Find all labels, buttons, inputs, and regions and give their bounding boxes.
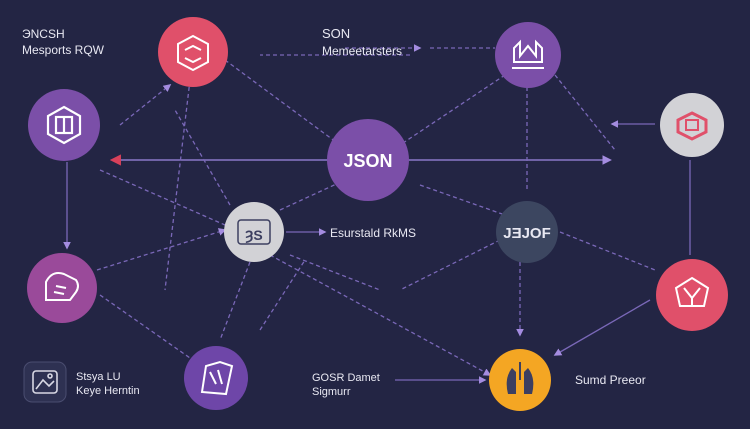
connector [553, 299, 651, 356]
node-coral-right[interactable] [656, 259, 728, 331]
node-coral-top[interactable] [158, 17, 228, 87]
bottom-left-subtitle: Keye Herntin [76, 385, 140, 397]
connector [99, 294, 201, 366]
dark-node-label: JƎJOF [503, 225, 551, 242]
node-purple-top-left[interactable] [28, 89, 100, 161]
top-center-title: SON [322, 26, 351, 41]
connector [269, 254, 492, 376]
connector [279, 179, 346, 211]
lungs-icon [506, 362, 534, 394]
connector [174, 109, 231, 206]
connector [96, 228, 227, 271]
node-gray-center[interactable]: ȜS [224, 202, 284, 262]
box-icon [237, 219, 271, 245]
node-json[interactable]: JSON [327, 119, 409, 201]
layers-icon [676, 111, 708, 141]
node-purple-left[interactable] [27, 253, 97, 323]
connector [399, 239, 501, 291]
image-icon [32, 370, 58, 394]
connector [419, 184, 506, 216]
bottom-right-label: Sumd Preeor [575, 373, 646, 387]
hand-icon [45, 272, 79, 301]
connector [259, 259, 306, 331]
connectors [63, 44, 691, 384]
crown-icon [512, 39, 544, 69]
hexagon-icon [46, 105, 82, 145]
badge-node-bottom-left[interactable] [23, 361, 67, 403]
bottom-center-subtitle: Sigmurr [312, 386, 351, 398]
connector [224, 59, 341, 146]
gray-node-label: ȜS [245, 227, 262, 244]
top-left-subtitle: Mesports RQW [22, 43, 105, 57]
connector [559, 231, 656, 271]
gem-icon [674, 276, 710, 307]
connector [554, 74, 616, 151]
bottom-left-title: Stsya LU [76, 371, 121, 383]
connector [219, 261, 251, 341]
node-gray-right[interactable] [660, 93, 724, 157]
document-icon [200, 360, 234, 396]
bottom-center-title: GOSR Damet [312, 372, 380, 384]
node-dark[interactable]: JƎJOF [496, 201, 558, 263]
connector [289, 254, 381, 291]
top-center-subtitle: Memeetarsters [322, 44, 403, 58]
node-purple-bottom[interactable] [184, 346, 248, 410]
connector [164, 79, 191, 291]
node-purple-top-right[interactable] [495, 22, 561, 88]
middle-label: Esurstald RkMS [330, 226, 417, 240]
json-node-label: JSON [343, 151, 392, 171]
connector [119, 84, 172, 126]
top-left-title: ЭNCSH [22, 27, 65, 41]
node-orange-bottom[interactable] [489, 349, 551, 411]
connector [99, 169, 226, 226]
connector [399, 74, 506, 146]
cube-icon [177, 34, 209, 72]
